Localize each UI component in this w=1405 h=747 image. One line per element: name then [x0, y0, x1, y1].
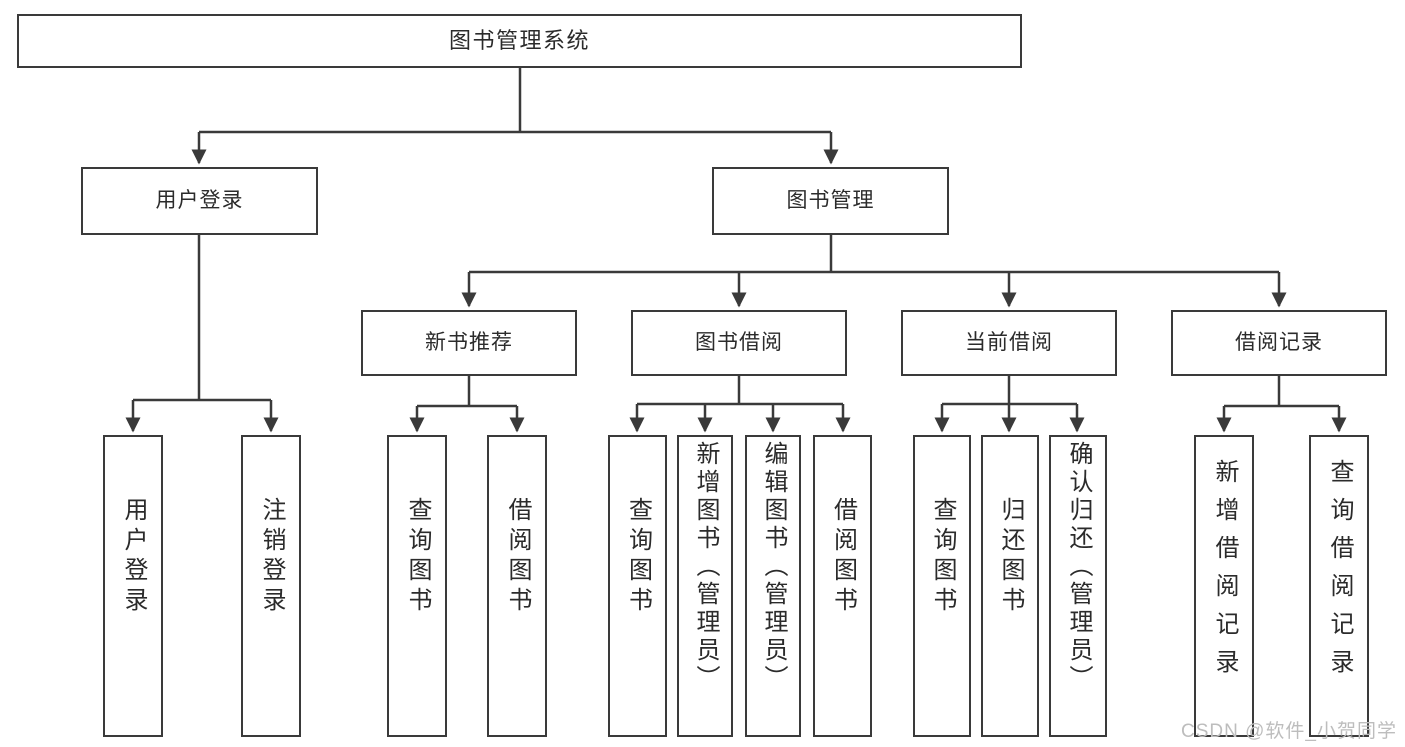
leaf-add-borrow-record[interactable]: 新增借阅记录: [1194, 435, 1254, 737]
node-label: 新增借阅记录: [1211, 459, 1238, 687]
leaf-user-login[interactable]: 用户登录: [103, 435, 163, 737]
node-label: 编辑图书（管理员）: [760, 441, 787, 693]
node-label: 新书推荐: [425, 330, 513, 354]
node-label: 当前借阅: [965, 330, 1053, 354]
node-label: 借阅图书: [829, 497, 857, 617]
node-label: 图书借阅: [695, 330, 783, 354]
watermark: CSDN @软件_小贺同学: [1181, 721, 1397, 742]
leaf-query-book-recommend[interactable]: 查询图书: [387, 435, 447, 737]
node-label: 新增图书（管理员）: [692, 441, 719, 693]
leaf-add-book-admin[interactable]: 新增图书（管理员）: [677, 435, 733, 737]
node-root-system[interactable]: 图书管理系统: [17, 14, 1022, 68]
node-label: 查询图书: [929, 497, 956, 617]
node-label: 归还图书: [997, 497, 1024, 617]
node-label: 用户登录: [120, 497, 147, 617]
node-user-login[interactable]: 用户登录: [81, 167, 318, 235]
node-label: 图书管理: [786, 188, 875, 212]
leaf-return-book[interactable]: 归还图书: [981, 435, 1039, 737]
leaf-confirm-return-admin[interactable]: 确认归还（管理员）: [1049, 435, 1107, 737]
node-label: 查询借阅记录: [1326, 459, 1353, 687]
node-current-borrow[interactable]: 当前借阅: [901, 310, 1117, 376]
leaf-logout[interactable]: 注销登录: [241, 435, 301, 737]
leaf-edit-book-admin[interactable]: 编辑图书（管理员）: [745, 435, 801, 737]
node-label: 查询图书: [404, 497, 431, 617]
leaf-borrow-book-recommend[interactable]: 借阅图书: [487, 435, 547, 737]
node-book-borrow[interactable]: 图书借阅: [631, 310, 847, 376]
node-label: 查询图书: [624, 497, 652, 617]
leaf-query-book-current[interactable]: 查询图书: [913, 435, 971, 737]
leaf-borrow-book[interactable]: 借阅图书: [813, 435, 872, 737]
node-label: 注销登录: [258, 497, 285, 617]
node-new-book-recommend[interactable]: 新书推荐: [361, 310, 577, 376]
node-label: 用户登录: [155, 188, 244, 212]
node-book-management[interactable]: 图书管理: [712, 167, 949, 235]
node-label: 确认归还（管理员）: [1065, 441, 1092, 693]
node-label: 借阅记录: [1235, 330, 1323, 354]
leaf-query-book-borrow[interactable]: 查询图书: [608, 435, 667, 737]
node-label: 图书管理系统: [448, 28, 590, 54]
node-label: 借阅图书: [504, 497, 531, 617]
leaf-query-borrow-record[interactable]: 查询借阅记录: [1309, 435, 1369, 737]
node-borrow-record[interactable]: 借阅记录: [1171, 310, 1387, 376]
